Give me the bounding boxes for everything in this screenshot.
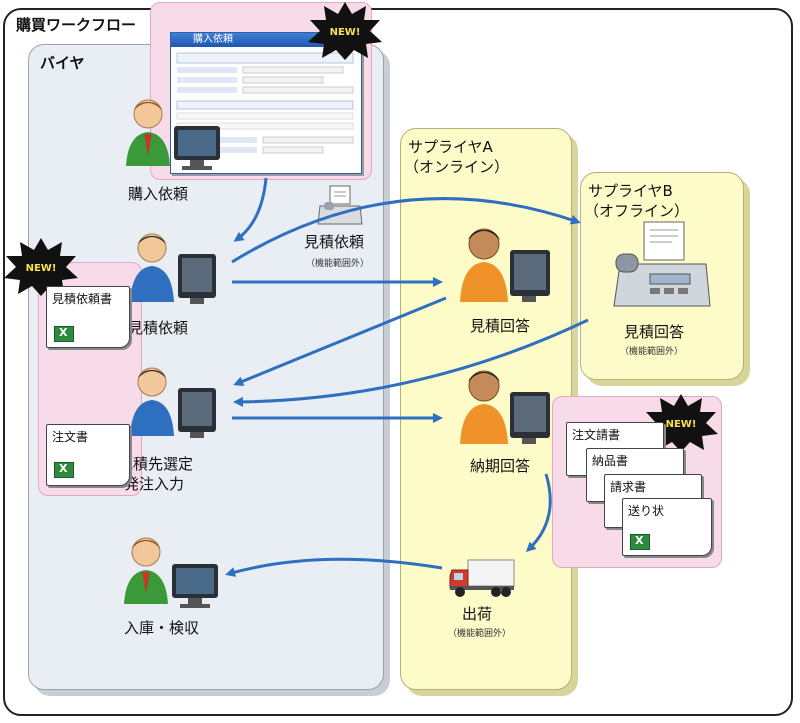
step-purchase-request: 購入依頼 bbox=[128, 185, 189, 203]
step-quote-request-fax: 見積依頼 bbox=[304, 233, 365, 251]
step-shipping: 出荷 bbox=[462, 605, 493, 623]
new-badge-left-text: NEW! bbox=[26, 263, 57, 274]
quote-request-fax-note: （機能範囲外） bbox=[306, 259, 370, 269]
supplier-b-label-line2: （オフライン） bbox=[584, 202, 690, 220]
step-quote-select: 見積先選定 bbox=[118, 455, 194, 473]
delivery-note-label: 納品書 bbox=[592, 454, 629, 468]
purchase-request-form-window: 購入依頼 bbox=[170, 32, 362, 174]
packing-slip-label: 送り状 bbox=[628, 504, 665, 518]
step-order-entry: 発注入力 bbox=[124, 475, 185, 493]
truck-icon bbox=[449, 559, 515, 597]
buyer-at-computer-icon bbox=[130, 233, 216, 304]
step-quote-answer-a: 見積回答 bbox=[470, 317, 531, 335]
excel-icon-supplier-docs bbox=[630, 534, 650, 550]
form-window-title: 購入依頼 bbox=[171, 33, 361, 47]
quote-request-document-label: 見積依頼書 bbox=[52, 292, 113, 306]
excel-icon-quote-request bbox=[54, 326, 74, 342]
quote-answer-b-note: （機能範囲外） bbox=[620, 347, 684, 357]
supplier-a-label-line1: サプライヤA bbox=[408, 138, 493, 156]
order-ack-label: 注文請書 bbox=[572, 428, 621, 442]
receiver-at-computer-icon bbox=[124, 537, 218, 608]
step-delivery-answer: 納期回答 bbox=[470, 457, 531, 475]
shipping-note: （機能範囲外） bbox=[448, 629, 512, 639]
diagram-title: 購買ワークフロー bbox=[12, 14, 141, 35]
fax-machine-icon bbox=[613, 221, 711, 307]
order-document-label: 注文書 bbox=[52, 430, 89, 444]
step-receipt: 入庫・検収 bbox=[124, 619, 200, 637]
excel-icon-order bbox=[54, 462, 74, 478]
supplier-a-delivery-icon bbox=[460, 370, 550, 444]
supplier-b-label-line1: サプライヤB bbox=[588, 182, 673, 200]
new-badge-top-text: NEW! bbox=[330, 27, 361, 38]
step-quote-answer-b: 見積回答 bbox=[624, 323, 685, 341]
fax-small-icon bbox=[317, 185, 363, 225]
step-quote-request: 見積依頼 bbox=[128, 319, 189, 337]
new-badge-top: NEW! bbox=[308, 2, 382, 60]
supplier-a-quote-icon bbox=[460, 228, 550, 302]
invoice-label: 請求書 bbox=[610, 480, 647, 494]
new-badge-left: NEW! bbox=[4, 238, 78, 296]
manager-at-computer-icon bbox=[126, 99, 220, 170]
new-badge-right-text: NEW! bbox=[666, 419, 697, 430]
buyer-lane-label: バイヤ bbox=[40, 54, 85, 72]
supplier-a-label-line2: （オンライン） bbox=[404, 158, 510, 176]
buyer-select-at-computer-icon bbox=[130, 367, 216, 438]
